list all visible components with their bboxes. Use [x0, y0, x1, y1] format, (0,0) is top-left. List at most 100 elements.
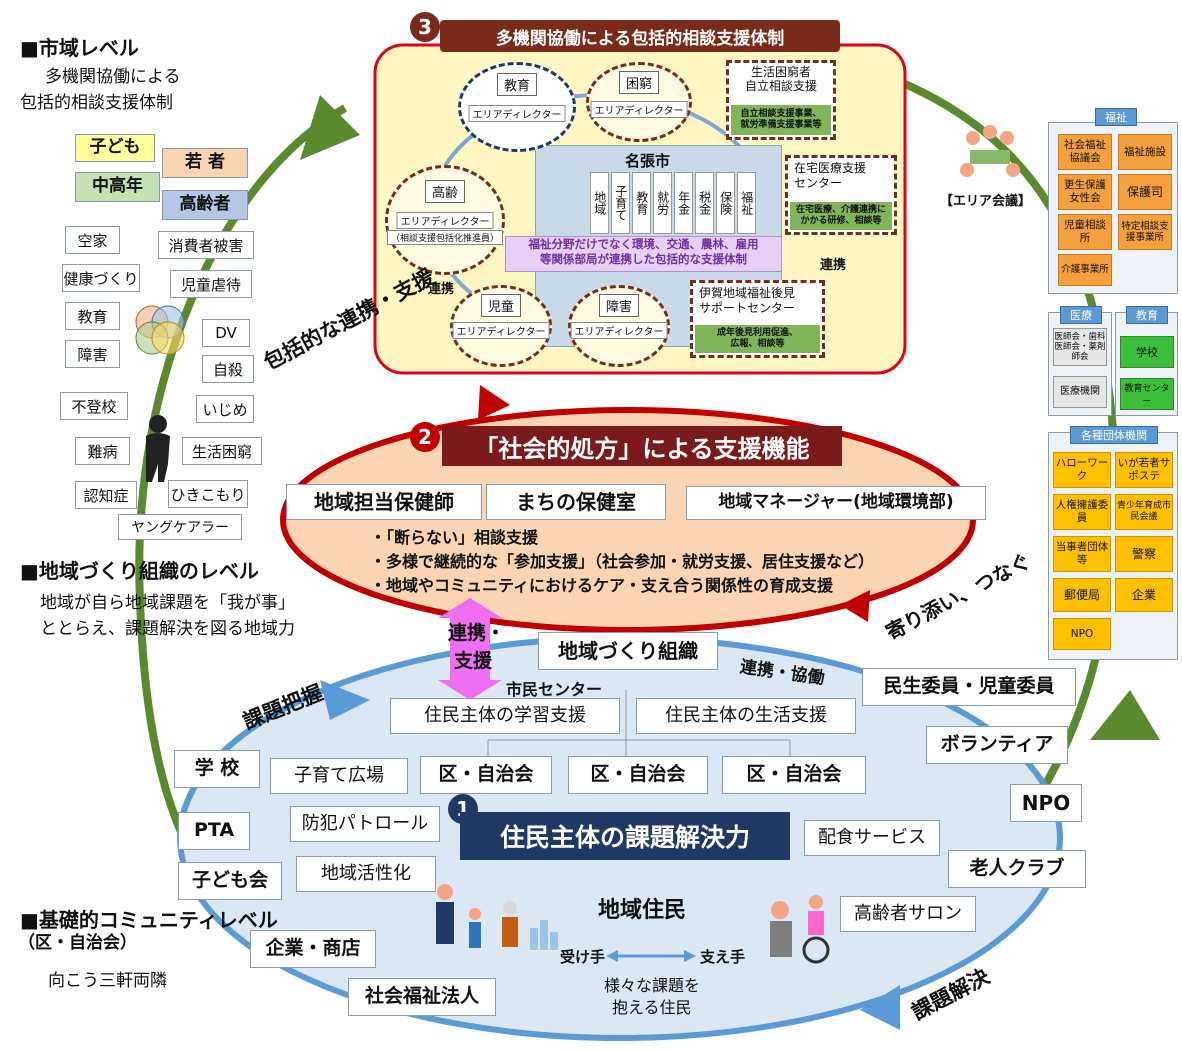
circle-korei-label: 高齢 — [424, 180, 466, 203]
zaitaku-title-2: センター — [794, 176, 843, 190]
dantai-keisatsu: 警察 — [1115, 536, 1173, 572]
learning-support-box: 住民主体の学習支援 — [390, 698, 620, 734]
circle-konkyu: 困窮 エリアディレクター — [586, 62, 692, 142]
iga-title-2: サポートセンター — [699, 301, 796, 315]
circle-jido: 児童 エリアディレクター — [450, 285, 552, 367]
org-box: 地域づくり組織 — [538, 632, 718, 670]
fukushi-kaigo: 介護事業所 — [1058, 254, 1112, 286]
red-arrowhead-right — [840, 590, 870, 622]
city-level-title: ■市域レベル — [20, 36, 139, 60]
circle-shogai-director: エリアディレクター — [570, 322, 668, 339]
various-label-1: 様々な課題を — [604, 976, 701, 995]
issue-konkyu: 生活困窮 — [182, 437, 262, 465]
jichikai-1: 区・自治会 — [420, 756, 552, 794]
kyoiku-center: 教育センター — [1120, 378, 1174, 410]
system2-bullet-3: ・地域やコミュニティにおけるケア・支え合う関係性の育成支援 — [370, 576, 834, 595]
issue-dv: DV — [202, 319, 250, 347]
renkei-shien-1: 連携・ — [448, 622, 506, 644]
zaitaku-title-1: 在宅医療支援 — [794, 161, 867, 175]
issue-kenko: 健康づくり — [62, 264, 140, 292]
issue-jisatsu: 自殺 — [202, 355, 254, 383]
issue-gyakutai: 児童虐待 — [170, 270, 252, 298]
seikatsu-note: 自立相談支援事業、就労準備支援事業等 — [731, 105, 831, 135]
giver-label: 支え手 — [700, 948, 746, 966]
base-level-sub: （区・自治会） — [18, 933, 137, 953]
fukushi-tokutei: 特定相談支援事業所 — [1118, 214, 1172, 250]
role-manager: 地域マネージャー(地域環境部) — [686, 486, 986, 520]
circle-jido-label: 児童 — [480, 294, 522, 317]
kyoiku-gakko: 学校 — [1120, 336, 1174, 368]
zaitaku-note: 在宅医療、介護連携にかかる研修、相談等 — [790, 202, 892, 230]
issue-ijime: いじめ — [196, 395, 254, 423]
fukushi-header: 福祉 — [1095, 108, 1137, 126]
target-wakamono: 若 者 — [162, 148, 248, 178]
renkei-shien-2: 支援 — [454, 650, 493, 672]
dept-zeikin: 税金 — [695, 172, 714, 234]
iryo-header: 医療 — [1060, 306, 1102, 324]
iga-note: 成年後見利用促進、広報、相談等 — [695, 325, 820, 353]
circle-shogai-label: 障害 — [598, 294, 640, 317]
system1-title: 住民主体の課題解決力 — [460, 812, 790, 860]
system2-number: 2 — [410, 422, 440, 452]
outer-pta: PTA — [178, 812, 250, 850]
issue-ninchisho: 認知症 — [75, 481, 137, 509]
renkei-label-left: 連携 — [428, 282, 455, 297]
red-arrowhead-top — [478, 385, 510, 420]
fukushi-kosei: 更生保護女性会 — [1058, 174, 1112, 210]
base-level-desc: 向こう三軒両隣 — [48, 971, 167, 991]
distressed-person-icon — [146, 415, 170, 482]
dantai-saposute: いが若者サポステ — [1115, 452, 1173, 488]
dantai-kigyo: 企業 — [1115, 578, 1173, 612]
overlapping-circles-icon — [135, 305, 185, 355]
circle-kyoiku: 教育 エリアディレクター — [458, 62, 576, 152]
zaitaku-box: 在宅医療支援 センター 在宅医療、介護連携にかかる研修、相談等 — [785, 155, 897, 235]
blue-arrowhead-bottom — [860, 985, 900, 1030]
outer-kodomokai: 子ども会 — [178, 862, 282, 900]
system2-bullet-1: ・「断らない」相談支援 — [370, 528, 539, 547]
receiver-label: 受け手 — [560, 948, 606, 966]
kyoiku-header: 教育 — [1126, 306, 1168, 324]
residents-label: 地域住民 — [598, 898, 687, 923]
role-hokenshi: 地域担当保健師 — [286, 484, 482, 520]
inner-kasseika: 地域活性化 — [296, 856, 436, 892]
seikatsu-konkyu-box: 生活困窮者 自立相談支援 自立相談支援事業、就労準備支援事業等 — [726, 60, 836, 140]
iryo-kikan: 医療機関 — [1053, 376, 1107, 408]
seikatsu-title-1: 生活困窮者 — [750, 65, 811, 79]
system2-bullet-2: ・多様で継続的な「参加支援」（社会参加・就労支援、居住支援など） — [370, 552, 875, 571]
life-support-box: 住民主体の生活支援 — [636, 698, 856, 734]
dantai-tojisha: 当事者団体等 — [1053, 536, 1111, 572]
circle-shogai: 障害 エリアディレクター — [568, 285, 670, 367]
iga-title-1: 伊賀地域福祉後見 — [699, 286, 796, 300]
city-level-desc-2: 包括的相談支援体制 — [20, 93, 173, 113]
role-hokenshitsu: まちの保健室 — [486, 484, 666, 520]
system3-number: 3 — [410, 12, 440, 42]
renkei-label-right: 連携 — [820, 258, 847, 273]
issue-shohisha: 消費者被害 — [158, 231, 254, 259]
banner-line-1: 福祉分野だけでなく環境、交通、農林、雇用 — [528, 237, 759, 251]
inner-haishoku: 配食サービス — [804, 820, 940, 856]
target-kodomo: 子ども — [75, 134, 155, 162]
residents-right-illustration — [770, 895, 830, 964]
inner-kosodate: 子育て広場 — [270, 758, 408, 794]
dantai-header: 各種団体機関 — [1070, 426, 1158, 444]
residents-left-illustration — [436, 884, 558, 950]
dept-kosodate: 子育て — [611, 172, 630, 234]
org-level-desc-2: ととらえ、課題解決を図る地域力 — [40, 619, 295, 639]
issue-kyoiku: 教育 — [65, 302, 120, 330]
outer-minsei: 民生委員・児童委員 — [862, 668, 1076, 706]
inner-bohan: 防犯パトロール — [290, 806, 440, 842]
issue-akiya: 空家 — [65, 226, 120, 254]
circle-kyoiku-director: エリアディレクター — [468, 105, 566, 122]
outer-shafuku: 社会福祉法人 — [348, 978, 496, 1016]
dantai-yubin: 郵便局 — [1053, 578, 1111, 612]
fukushi-jidosodan: 児童相談所 — [1058, 214, 1112, 250]
iga-box: 伊賀地域福祉後見 サポートセンター 成年後見利用促進、広報、相談等 — [690, 280, 825, 358]
seikatsu-title-2: 自立相談支援 — [744, 79, 817, 94]
city-hall-label: 名張市 — [625, 152, 671, 170]
dept-shuro: 就労 — [653, 172, 672, 234]
issue-hikikomori: ひきこもり — [168, 480, 248, 508]
fukushi-hogoshi: 保護司 — [1118, 174, 1172, 210]
collaboration-banner: 福祉分野だけでなく環境、交通、農林、雇用 等関係部局が連携した包括的な支援体制 — [505, 236, 782, 272]
dept-nenkin: 年金 — [674, 172, 693, 234]
circle-konkyu-director: エリアディレクター — [590, 101, 688, 118]
